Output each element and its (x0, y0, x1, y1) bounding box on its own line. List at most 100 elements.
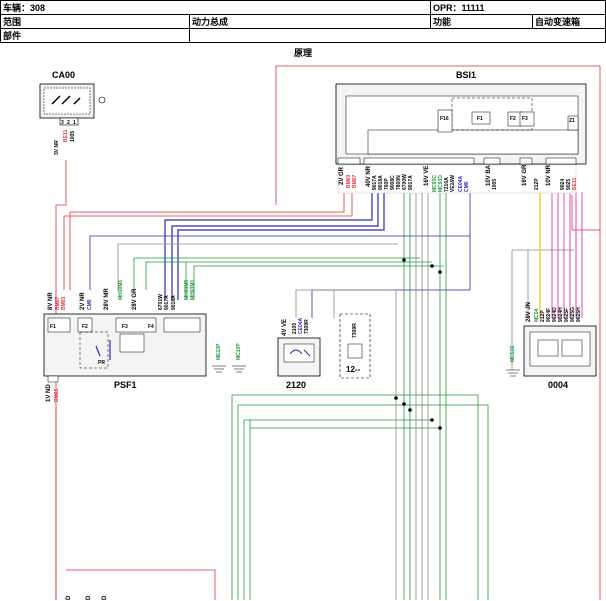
psf1-bottom-1vnd: 1V ND (46, 384, 52, 402)
bsi1-wire-7210a: 7210A (444, 177, 450, 192)
c2120-conn: 4V VE (282, 319, 288, 336)
ca00-wire-1005: 1005 (70, 131, 76, 142)
bsi1-z1: Z1 (569, 118, 575, 124)
psf1-pr: PR (98, 360, 105, 366)
c0004-wire-9025g: 9025G (570, 307, 576, 322)
c0004-wire-mc04: MC04 (534, 308, 540, 322)
wire-gray-2120 (295, 289, 397, 600)
svg-text:D: D (102, 595, 108, 600)
ca00-pin-3: 3 (61, 120, 64, 126)
c0004-wire-9024d: 9024D (552, 307, 558, 322)
c0004-conn: 28V JN (526, 302, 532, 322)
component-12: 12-- 7309R (339, 313, 371, 379)
svg-text:D: D (66, 595, 72, 600)
bsi1-wire-9025: 9025 (566, 179, 572, 190)
bsi1-f1: F1 (477, 116, 483, 122)
part-label-cell: 部件 (0, 28, 190, 43)
c12-name: 12-- (346, 365, 361, 374)
wire-magenta-group (551, 192, 583, 318)
bsi1-conn-16vgr: 16V GR (522, 164, 528, 186)
wire-red-bsi-right (571, 195, 600, 231)
header-table: 车辆：308 OPR：11111 范围 动力总成 功能 自动变速箱 部件 (0, 0, 606, 43)
bsi1-wire-ve16w: VE16W (450, 175, 456, 192)
wire-blue-9018a (171, 192, 379, 300)
c2120-name: 2120 (286, 380, 306, 390)
bsi1-f2: F2 (510, 116, 516, 122)
wire-gray-group (415, 192, 429, 600)
c0004-wire-9024h: 9024H (558, 307, 564, 322)
bsi1-wire-bm07: BM07 (352, 174, 358, 188)
bsi1-wire-9018a: 9018A (378, 175, 384, 190)
component-bsi1: F16 F1 F2 F3 Z1 BSI1 2V GR 40V NR 16V VE… (335, 70, 587, 194)
psf1-conn-28vmr: 28V MR (104, 288, 110, 310)
psf1-ground-icon (212, 365, 246, 373)
c0004-ground-label: MC51E (510, 345, 516, 362)
bsi1-wire-6700w: 6700W (402, 174, 408, 190)
wire-green-down3 (243, 420, 251, 600)
bsi1-wire-760p: 760P (384, 178, 390, 190)
bsi1-f3: F3 (522, 116, 528, 122)
wire-gray-mh30 (117, 243, 398, 290)
bsi1-wire-9017a-b: 9017A (408, 175, 414, 190)
c2120-wire-2100: 2100 (292, 323, 298, 334)
wire-green-h3 (244, 419, 440, 429)
psf1-wire-mh93m1: MH93M1 (190, 279, 196, 300)
psf1-wire-mh93m5: MH93M5 (184, 279, 190, 300)
svg-text:D: D (86, 595, 92, 600)
psf1-wire-9018a: 9018A (171, 295, 177, 310)
component-psf1: F1 F2 F3 F4 PR PSF1 8V NR 2V NR 28V MR 2… (43, 279, 246, 402)
wire-red-top (276, 65, 601, 600)
bsi1-wire-bm03: BM03 (346, 174, 352, 188)
wire-red-bm03 (69, 192, 345, 290)
bsi1-wire-ce04a: CE04A (458, 175, 464, 192)
wire-green-h2 (238, 404, 489, 600)
psf1-conn-8vnr: 8V NR (48, 292, 54, 310)
bsi1-conn-16vve: 16V VE (424, 166, 430, 186)
psf1-f3: F3 (122, 324, 128, 330)
ca00-wire-3vnr: 3V NR (54, 140, 60, 155)
bsi1-wire-1005: 1005 (492, 179, 498, 190)
ca00-name: CA00 (52, 70, 75, 80)
wire-green-mh93 (185, 262, 444, 300)
c12-wire-7309r: 7309R (352, 323, 358, 338)
wire-red-bottom (66, 569, 216, 600)
c0004-wire-9024f: 9024F (546, 308, 552, 322)
bsi1-conn-10vnr: 10V NR (546, 164, 552, 186)
ca00-pin-1: 1 (73, 120, 76, 126)
diagram-title: 原理 (293, 48, 312, 58)
component-ca00: CA00 3 2 1 3V NR BE11 1005 (39, 70, 106, 155)
component-0004: 0004 28V JN MC04 212P 9024F 9024D 9024H … (506, 302, 597, 390)
ca00-wire-be11: BE11 (63, 130, 69, 142)
c0004-wire-212p: 212P (540, 310, 546, 322)
wire-blue-9017b (177, 192, 385, 300)
c0004-ground-icon (506, 369, 520, 377)
bsi1-conn-2vgr: 2V GR (339, 166, 345, 185)
wire-red-bm07 (63, 192, 353, 290)
c0004-name: 0004 (548, 380, 568, 390)
component-2120: 2120 4V VE 2100 CE04A 7309R (277, 317, 321, 390)
c0004-wire-9025f: 9025F (564, 308, 570, 322)
psf1-ground-me10p: ME10P (216, 343, 222, 360)
bsi1-wire-9008c: 9008C (390, 175, 396, 190)
psf1-bottom-bm01: BM01 (54, 388, 60, 402)
psf1-conn-2vnr: 2V NR (80, 292, 86, 310)
psf1-conn-28vgr: 28V GR (132, 288, 138, 310)
psf1-f4: F4 (148, 324, 154, 330)
wire-red-ca00 (55, 160, 67, 600)
psf1-wire-cm0: CM0 (87, 299, 93, 310)
ca00-pin-2: 2 (67, 120, 70, 126)
wire-blue-9017a (164, 192, 373, 300)
c2120-wire-7309r: 7309R (304, 319, 310, 334)
bsi1-conn-10vba: 10V BA (486, 164, 492, 186)
bsi1-wire-9017a: 9017A (372, 175, 378, 190)
psf1-wire-6701w: 6701W (158, 294, 164, 310)
psf1-wire-9017a: 9017A (164, 295, 170, 310)
wire-blue-cm0 (89, 235, 470, 290)
psf1-wire-bm07: BM07 (55, 296, 61, 310)
junction-dots (394, 258, 442, 430)
bsi1-wire-cm0: CM0 (464, 181, 470, 192)
bsi1-wire-mc93d: MC93D (438, 175, 444, 192)
bsi1-wire-212p: 212P (534, 178, 540, 190)
psf1-wire-bm03: BM03 (61, 296, 67, 310)
